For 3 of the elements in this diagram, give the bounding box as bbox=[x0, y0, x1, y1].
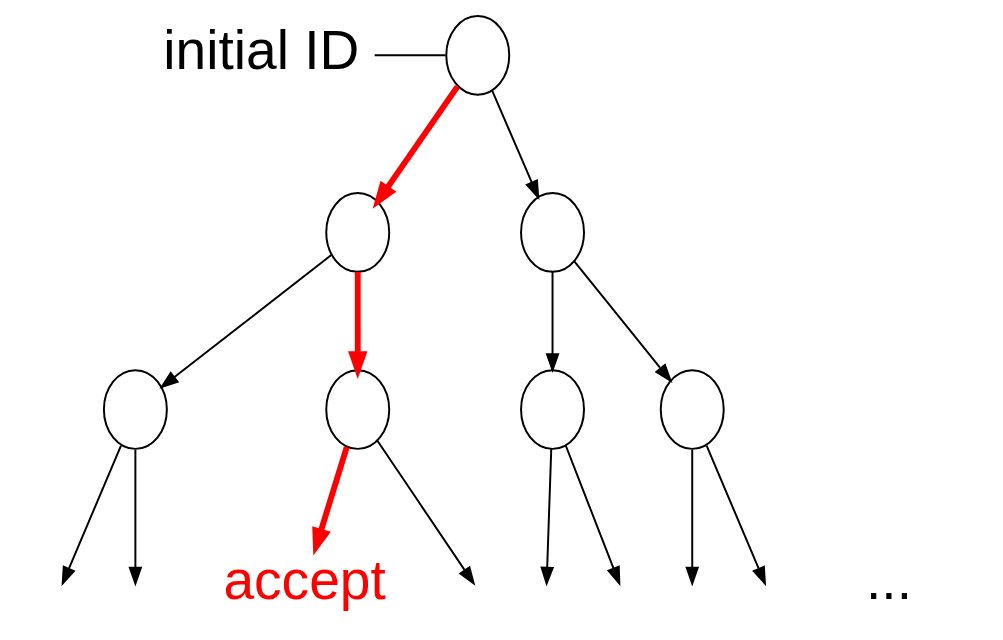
node-text: accept bbox=[222, 549, 386, 612]
node-text: initial ID bbox=[162, 18, 359, 81]
label: ... bbox=[865, 549, 912, 612]
